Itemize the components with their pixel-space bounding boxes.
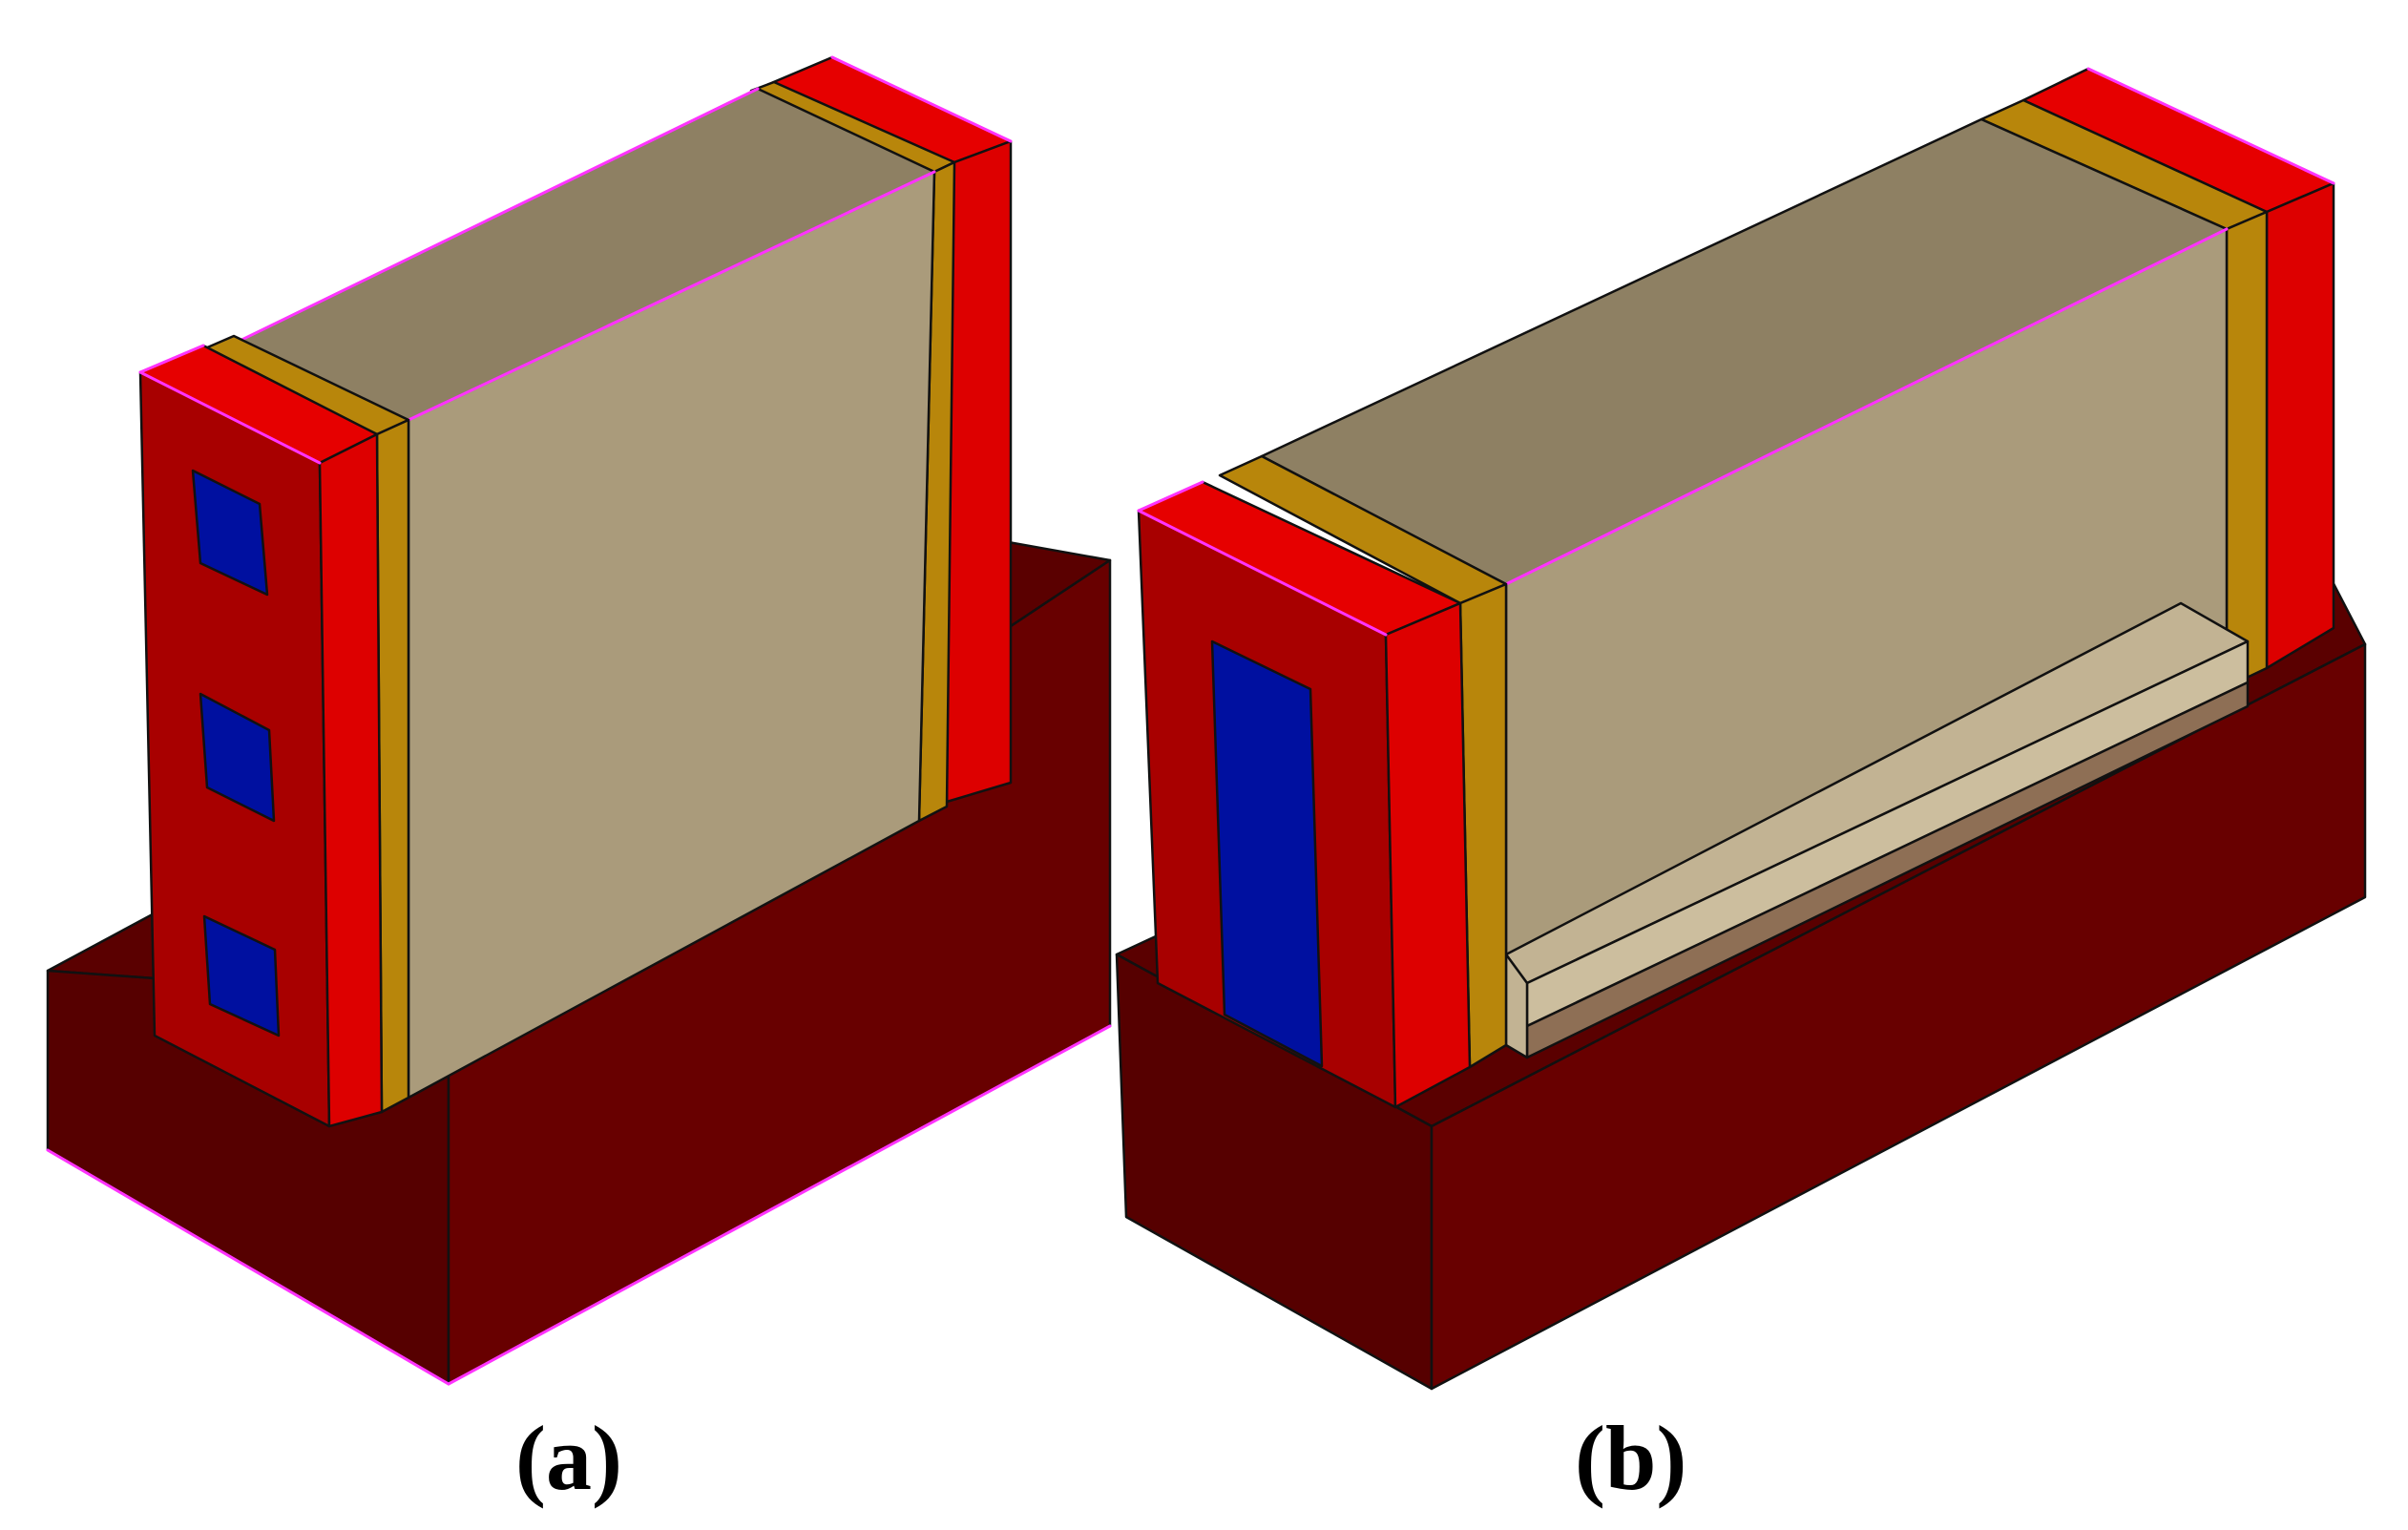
panel-a-gate xyxy=(232,87,936,1100)
panel-a-device xyxy=(46,55,1112,1386)
panel-a-left-contact-highlight-2 xyxy=(138,370,322,465)
panel-a-via-2 xyxy=(199,692,276,823)
panel-a-vias xyxy=(191,469,281,1037)
panel-b-left-spacer xyxy=(1218,454,1508,1069)
panel-a-left-contact-face xyxy=(318,432,384,1128)
panel-b-right-contact xyxy=(2021,67,2335,670)
panel-a-via-3 xyxy=(202,914,281,1037)
panel-b-right-contact-face xyxy=(2265,181,2335,670)
panel-a-left-contact-highlight xyxy=(138,344,205,374)
panel-a-gate-top-highlight xyxy=(407,170,936,422)
panel-a-label: (a) xyxy=(515,1407,622,1509)
panel-b-channel xyxy=(1504,601,2250,1059)
panel-a-gate-highlight xyxy=(232,87,760,346)
panel-b-right-spacer-face xyxy=(2225,210,2269,689)
panel-b-left-contact-highlight xyxy=(1137,480,1204,513)
panel-b-label: (b) xyxy=(1575,1407,1687,1509)
panel-b-via-1 xyxy=(1210,639,1324,1068)
panel-b-gate-highlight xyxy=(1504,227,2229,586)
panel-a-right-contact-face xyxy=(945,139,1013,804)
panel-a-right-contact-highlight xyxy=(830,55,1013,143)
panel-b-vias xyxy=(1210,639,1324,1068)
panel-a-substrate-highlight xyxy=(46,1024,1112,1386)
panel-b-substrate-side xyxy=(1430,642,2367,1391)
panel-b-left-contact-face xyxy=(1384,601,1472,1109)
panel-b-left-contact-highlight-2 xyxy=(1137,509,1388,637)
panel-b-device xyxy=(1115,67,2367,1391)
panel-a-via-1 xyxy=(191,469,269,597)
panel-b-right-contact-highlight xyxy=(2086,67,2335,185)
panel-a-right-contact xyxy=(756,55,1013,804)
